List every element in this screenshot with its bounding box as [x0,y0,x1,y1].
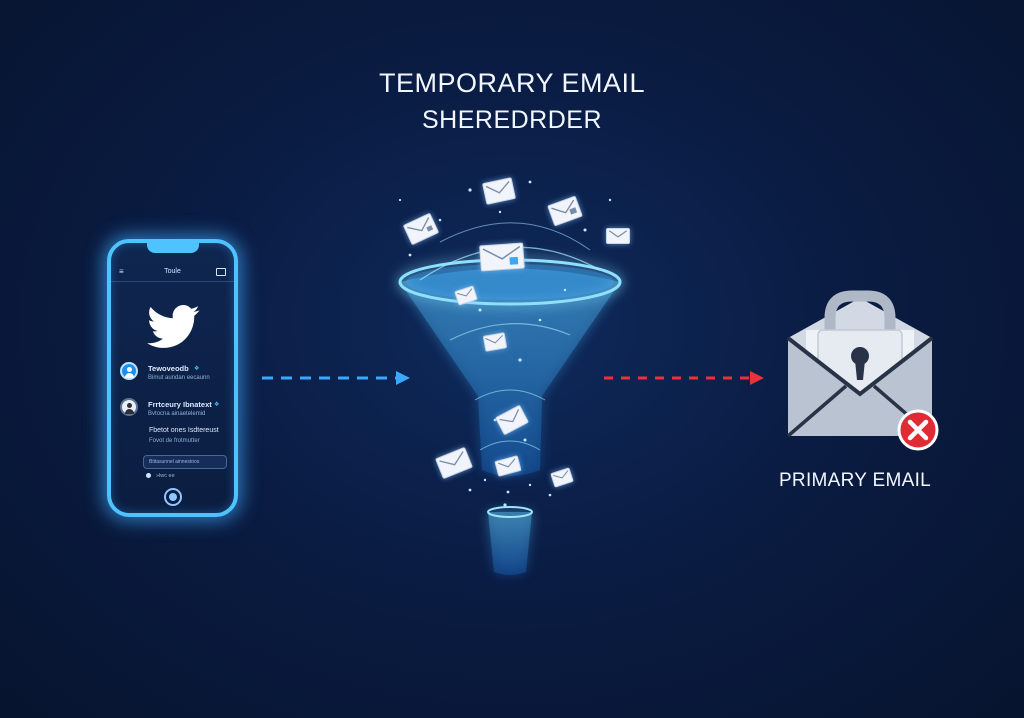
locked-envelope-icon [402,212,440,246]
envelope-icon [435,446,473,480]
primary-email-icon [786,290,939,451]
compose-input[interactable]: Btitasunnel ainnestoos [143,455,227,469]
envelope-icon [454,285,478,306]
tweet-text: Fbetot ones Isdtereust [149,427,219,434]
blocked-flow-arrow [604,371,764,385]
envelope-icon [482,332,508,352]
feed-item-name: Tewoveodb [148,364,189,373]
twitter-bird-icon [147,305,200,348]
diagram-subtitle: SHEREDRDER [421,106,603,134]
verified-icon: ❖ [214,402,220,408]
primary-email-label: PRIMARY EMAIL [778,470,932,491]
phone-mockup: ≡ Toule Tewoveodb ❖ Bimut aundan eecaunn… [107,239,238,517]
feed-item-handle: Bimut aundan eecaunn [148,375,210,381]
trash-bin-icon [487,506,533,575]
envelope-icon [494,404,530,436]
compose-status-dot [146,473,151,478]
hamburger-menu-icon[interactable]: ≡ [119,267,124,276]
envelope-icon [479,242,525,272]
phone-app-bar: ≡ Toule [117,267,228,279]
user-avatar-blue [120,362,138,380]
tweet-subtext: Fovot de frotmutter [149,438,200,444]
verified-icon: ❖ [194,366,200,372]
app-bar-divider [111,281,234,282]
envelope-icon [494,455,522,477]
phone-app-title: Toule [164,268,181,275]
compose-meta: »lwc ee [156,473,175,479]
feed-item-name: Frrtceury Ibnatext [148,400,212,409]
locked-envelope-icon [547,195,583,227]
blocked-x-icon [897,409,939,451]
flow-arrow-to-funnel [262,371,410,385]
user-avatar-portrait [120,398,138,416]
funnel-body [400,268,620,476]
envelope-icon [482,177,516,205]
locked-envelope-icon [606,228,630,244]
phone-notch [147,242,199,253]
diagram-title: TEMPORARY EMAIL [378,68,646,98]
external-link-icon[interactable] [216,268,226,276]
home-button[interactable] [164,488,182,506]
envelope-icon [550,467,574,488]
feed-item-handle: Bvtocna ainaetelemid [148,411,206,417]
